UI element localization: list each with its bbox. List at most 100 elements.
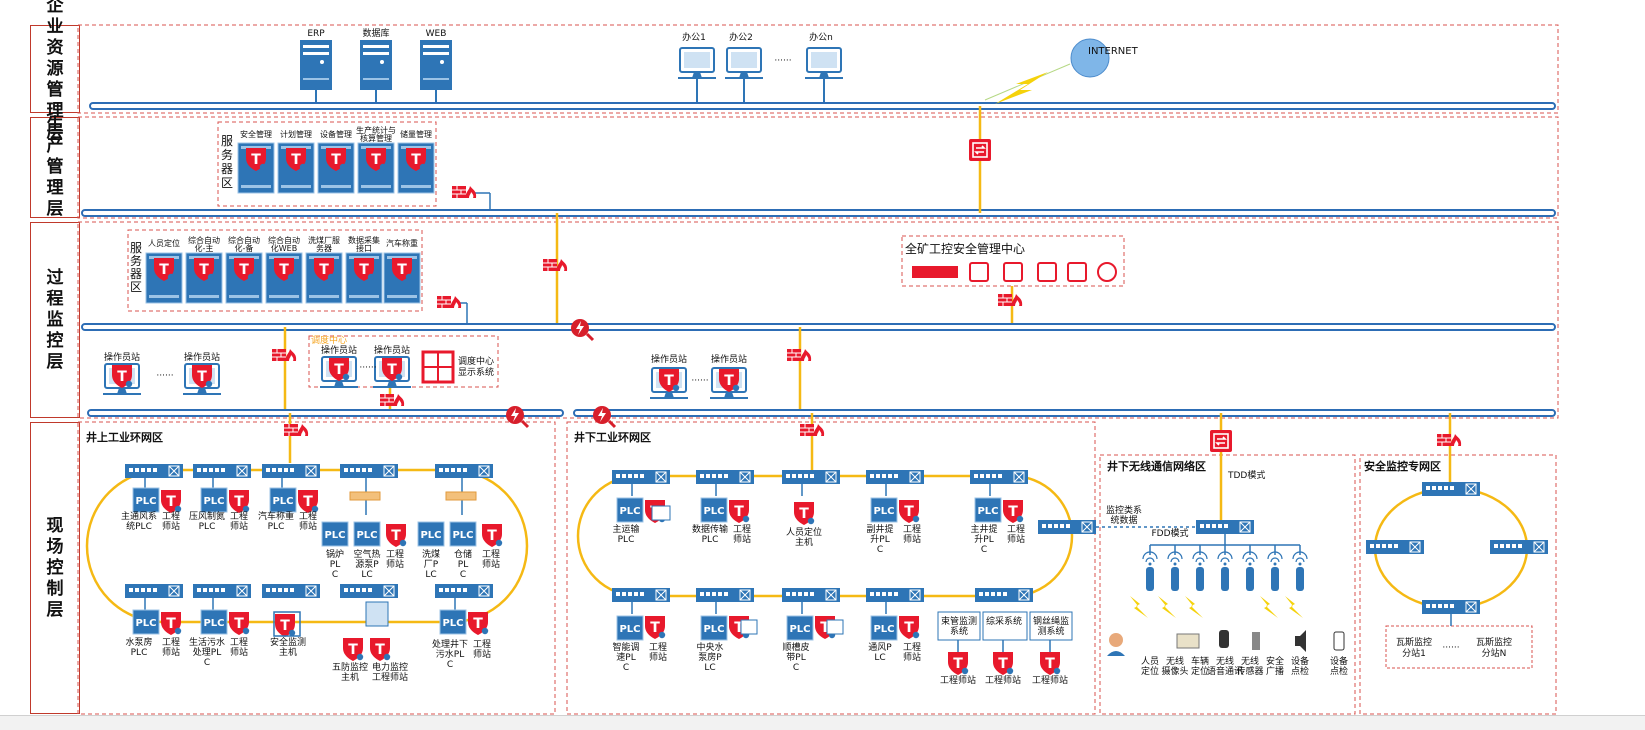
layer-label-production: 生产管理层 bbox=[30, 115, 80, 219]
safety-zone-title: 安全监控专网区 bbox=[1364, 459, 1441, 473]
monitor-host-label: 主机 bbox=[279, 646, 297, 658]
security-shield-icon bbox=[899, 616, 920, 639]
engineer-station-label: 师站 bbox=[162, 646, 180, 658]
radio-icon bbox=[1219, 630, 1229, 648]
security-device-icon bbox=[1037, 262, 1057, 282]
plc-icon bbox=[353, 521, 381, 547]
antenna-icon bbox=[1142, 551, 1158, 592]
firewall-icon bbox=[786, 348, 812, 362]
plc-label: 统PLC bbox=[126, 520, 152, 532]
security-shield-icon bbox=[386, 524, 407, 547]
plc-icon bbox=[616, 615, 644, 641]
plc-icon bbox=[132, 487, 160, 513]
wireless-device-label: 设备 bbox=[1291, 655, 1309, 667]
engineer-station-label: 师站 bbox=[903, 533, 921, 545]
engineer-station-label: 工程师站 bbox=[372, 671, 408, 683]
ring-switch-icon bbox=[1365, 539, 1425, 555]
subsystem-label: 综采系统 bbox=[986, 615, 1022, 627]
security-device-icon bbox=[969, 262, 989, 282]
plc-icon bbox=[269, 487, 297, 513]
antenna-icon bbox=[1242, 551, 1258, 592]
display-wall-grid bbox=[423, 352, 453, 382]
subsystem-box bbox=[1029, 611, 1073, 641]
ring-switch-icon bbox=[974, 587, 1034, 603]
security-shield-icon bbox=[370, 638, 391, 661]
plc-label: 汽车称重 bbox=[258, 510, 294, 522]
plc-icon bbox=[132, 609, 160, 635]
plc-icon bbox=[870, 497, 898, 523]
plc-icon bbox=[200, 487, 228, 513]
plc-icon bbox=[700, 615, 728, 641]
server-label: 核算管理 bbox=[360, 133, 392, 143]
enterprise-bus bbox=[89, 102, 1556, 110]
engineer-station-label: 工程 bbox=[386, 549, 404, 560]
firewall-icon bbox=[451, 185, 477, 199]
ring-switch-icon bbox=[339, 463, 399, 479]
ellipsis-text: ······ bbox=[774, 56, 791, 66]
subsystem-label: 测系统 bbox=[1037, 625, 1064, 637]
plc-label: 中央水 bbox=[696, 641, 723, 653]
ring-switch-icon bbox=[865, 469, 925, 485]
plc-icon bbox=[616, 497, 644, 523]
engineer-station-label: 工程 bbox=[230, 511, 248, 522]
plc-label: 仓储 bbox=[454, 548, 472, 560]
process-bus-left bbox=[87, 409, 564, 417]
security-device-icon bbox=[1003, 262, 1023, 282]
ring-switch-icon bbox=[695, 587, 755, 603]
ring-switch-icon bbox=[261, 583, 321, 599]
security-device-icon bbox=[912, 266, 958, 278]
operator-station-label: 操作员站 bbox=[104, 351, 140, 363]
ring-switch-icon bbox=[192, 583, 252, 599]
office-label: 办公n bbox=[809, 31, 833, 43]
substation-label: 分站1 bbox=[1402, 647, 1426, 659]
server-icon bbox=[420, 40, 452, 90]
frame-safety bbox=[1359, 454, 1557, 715]
wireless-device-label: 广播 bbox=[1266, 665, 1284, 677]
plc-label: 锅炉 bbox=[326, 548, 344, 560]
server-label: 洗煤厂服 bbox=[308, 235, 340, 245]
plc-label: 处理井下 bbox=[432, 638, 468, 650]
frame-process bbox=[77, 221, 1559, 419]
server-area-label: 务 bbox=[130, 253, 142, 268]
operator-station-label: 操作员站 bbox=[321, 344, 357, 356]
plc-icon bbox=[417, 521, 445, 547]
plc-label: 副井提 bbox=[866, 523, 893, 535]
operator-station-label: 操作员站 bbox=[711, 353, 747, 365]
lightning-bolt bbox=[995, 72, 1048, 104]
plc-label: PLC bbox=[618, 535, 635, 545]
engineer-station-label: 师站 bbox=[733, 533, 751, 545]
server-label: 综合自动 bbox=[268, 235, 300, 245]
plc-label: 泵房P bbox=[698, 651, 722, 663]
layer-label-enterprise: 企业资源管理层 bbox=[30, 0, 80, 142]
server-area-label: 区 bbox=[130, 280, 142, 294]
wireless-device-label: 语音通讯 bbox=[1207, 665, 1243, 677]
firewall-icon bbox=[436, 295, 462, 309]
server-icon bbox=[360, 40, 392, 90]
wireless-switch-icon bbox=[1195, 519, 1255, 535]
server-label: 综合自动 bbox=[228, 235, 260, 245]
plc-label: C bbox=[204, 658, 210, 668]
production-bus bbox=[81, 209, 1556, 217]
frame-surface-ring bbox=[77, 421, 556, 715]
tdd-mode-label: TDD模式 bbox=[1227, 469, 1265, 481]
server-label: 化WEB bbox=[271, 243, 297, 253]
dispatch-tag: 调度中心 bbox=[311, 334, 347, 346]
ring-switch-icon bbox=[969, 469, 1029, 485]
ring-switch-icon bbox=[781, 587, 841, 603]
speaker-icon bbox=[1295, 630, 1306, 652]
hub-icon bbox=[349, 491, 381, 501]
server-label: 数据库 bbox=[362, 27, 389, 39]
security-shield-icon bbox=[993, 652, 1014, 675]
engineer-station-label: 师站 bbox=[162, 520, 180, 532]
plc-label: 压风制氮 bbox=[189, 510, 225, 522]
monitor-host-frame bbox=[273, 611, 301, 637]
server-label: WEB bbox=[426, 29, 447, 39]
operator-station-label: 操作员站 bbox=[184, 351, 220, 363]
ring-switch-icon bbox=[1421, 599, 1481, 615]
engineer-station-label: 师站 bbox=[386, 558, 404, 570]
ring-switch-icon bbox=[339, 583, 399, 599]
ring-switch-icon bbox=[1421, 481, 1481, 497]
plc-label: LC bbox=[361, 570, 372, 580]
